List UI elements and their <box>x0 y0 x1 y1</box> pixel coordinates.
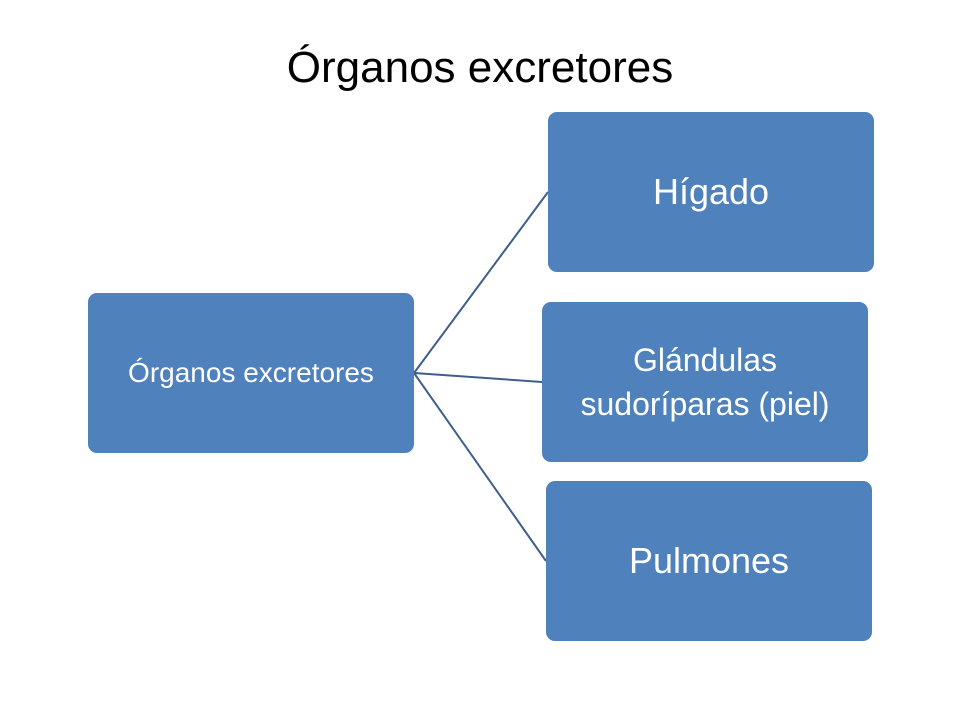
node-label: Glándulas sudoríparas (piel) <box>580 342 830 422</box>
node-higado: Hígado <box>548 112 874 272</box>
node-glandulas-sudoriparas: Glándulas sudoríparas (piel) <box>542 302 868 462</box>
node-organos-excretores: Órganos excretores <box>88 293 414 453</box>
node-label: Órganos excretores <box>128 357 374 388</box>
connector-root-to-pulmones <box>413 372 547 562</box>
connector-root-to-glandulas <box>413 372 543 383</box>
node-label: Hígado <box>652 171 770 212</box>
connector-root-to-higado <box>413 191 549 374</box>
slide-title: Órganos excretores <box>286 43 674 92</box>
node-label: Pulmones <box>628 540 790 581</box>
node-pulmones: Pulmones <box>546 481 872 641</box>
